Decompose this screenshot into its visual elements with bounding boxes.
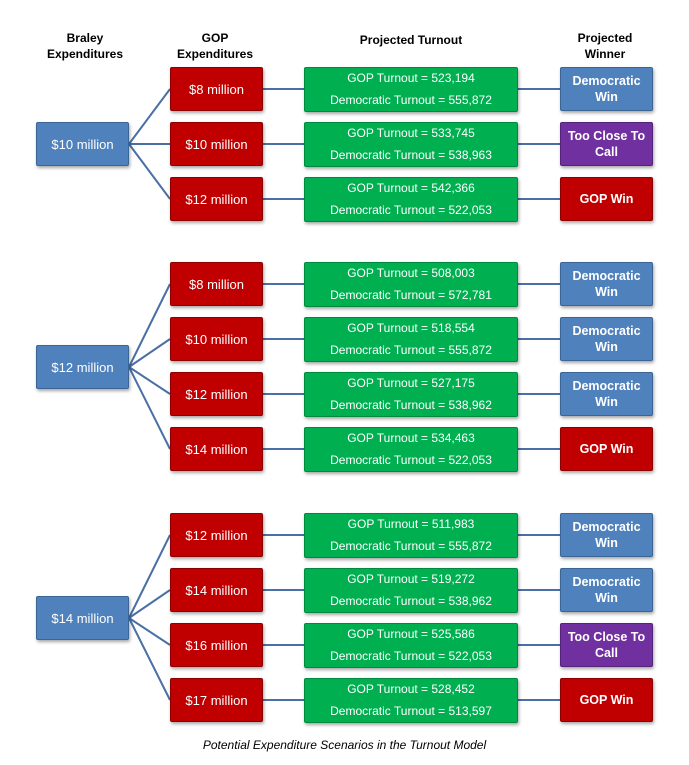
gop-turnout-value: GOP Turnout = 508,003 — [347, 266, 475, 280]
gop-turnout-value: GOP Turnout = 542,366 — [347, 181, 475, 195]
democratic-turnout-value: Democratic Turnout = 572,781 — [330, 288, 492, 302]
projected-winner-box: Democratic Win — [560, 262, 653, 306]
header-projected-winner: Projected Winner — [577, 31, 633, 61]
braley-expenditure-box: $14 million — [36, 596, 129, 640]
gop-expenditure-box: $10 million — [170, 317, 263, 361]
branch-connector-line — [128, 366, 171, 395]
gop-expenditure-box: $14 million — [170, 568, 263, 612]
projected-winner-box: Too Close To Call — [560, 623, 653, 667]
gop-expenditure-box: $17 million — [170, 678, 263, 722]
democratic-turnout-value: Democratic Turnout = 522,053 — [330, 203, 492, 217]
democratic-turnout-value: Democratic Turnout = 538,962 — [330, 398, 492, 412]
branch-connector-line — [128, 534, 171, 619]
gop-expenditure-box: $8 million — [170, 67, 263, 111]
democratic-turnout-value: Democratic Turnout = 522,053 — [330, 453, 492, 467]
gop-turnout-value: GOP Turnout = 525,586 — [347, 627, 475, 641]
democratic-turnout-value: Democratic Turnout = 522,053 — [330, 649, 492, 663]
gop-turnout-value: GOP Turnout = 518,554 — [347, 321, 475, 335]
projected-winner-box: Too Close To Call — [560, 122, 653, 166]
projected-winner-box: GOP Win — [560, 678, 653, 722]
democratic-turnout-value: Democratic Turnout = 513,597 — [330, 704, 492, 718]
branch-connector-line — [128, 617, 171, 701]
gop-turnout-value: GOP Turnout = 519,272 — [347, 572, 475, 586]
gop-expenditure-box: $12 million — [170, 513, 263, 557]
gop-expenditure-box: $12 million — [170, 372, 263, 416]
gop-expenditure-box: $16 million — [170, 623, 263, 667]
projected-winner-box: Democratic Win — [560, 67, 653, 111]
branch-connector-line — [128, 338, 171, 368]
democratic-turnout-value: Democratic Turnout = 555,872 — [330, 93, 492, 107]
gop-turnout-value: GOP Turnout = 523,194 — [347, 71, 475, 85]
projected-winner-box: Democratic Win — [560, 317, 653, 361]
projected-winner-box: Democratic Win — [560, 513, 653, 557]
democratic-turnout-value: Democratic Turnout = 555,872 — [330, 539, 492, 553]
header-gop-expenditures: GOP Expenditures — [176, 31, 254, 61]
branch-connector-line — [128, 283, 171, 368]
gop-turnout-value: GOP Turnout = 527,175 — [347, 376, 475, 390]
gop-expenditure-box: $12 million — [170, 177, 263, 221]
projected-winner-box: Democratic Win — [560, 372, 653, 416]
branch-connector-line — [128, 366, 171, 450]
projected-winner-box: GOP Win — [560, 177, 653, 221]
header-braley-expenditures: Braley Expenditures — [46, 31, 124, 61]
democratic-turnout-value: Democratic Turnout = 538,963 — [330, 148, 492, 162]
democratic-turnout-value: Democratic Turnout = 555,872 — [330, 343, 492, 357]
branch-connector-line — [128, 143, 171, 200]
projected-winner-box: GOP Win — [560, 427, 653, 471]
gop-expenditure-box: $10 million — [170, 122, 263, 166]
gop-expenditure-box: $14 million — [170, 427, 263, 471]
branch-connector-line — [128, 88, 171, 145]
braley-expenditure-box: $10 million — [36, 122, 129, 166]
header-projected-turnout: Projected Turnout — [359, 33, 463, 47]
gop-expenditure-box: $8 million — [170, 262, 263, 306]
branch-connector-line — [128, 589, 171, 619]
gop-turnout-value: GOP Turnout = 534,463 — [347, 431, 475, 445]
braley-expenditure-box: $12 million — [36, 345, 129, 389]
democratic-turnout-value: Democratic Turnout = 538,962 — [330, 594, 492, 608]
gop-turnout-value: GOP Turnout = 533,745 — [347, 126, 475, 140]
projected-winner-box: Democratic Win — [560, 568, 653, 612]
gop-turnout-value: GOP Turnout = 528,452 — [347, 682, 475, 696]
branch-connector-line — [128, 617, 171, 646]
gop-turnout-value: GOP Turnout = 511,983 — [347, 517, 475, 531]
diagram-caption: Potential Expenditure Scenarios in the T… — [202, 738, 487, 752]
